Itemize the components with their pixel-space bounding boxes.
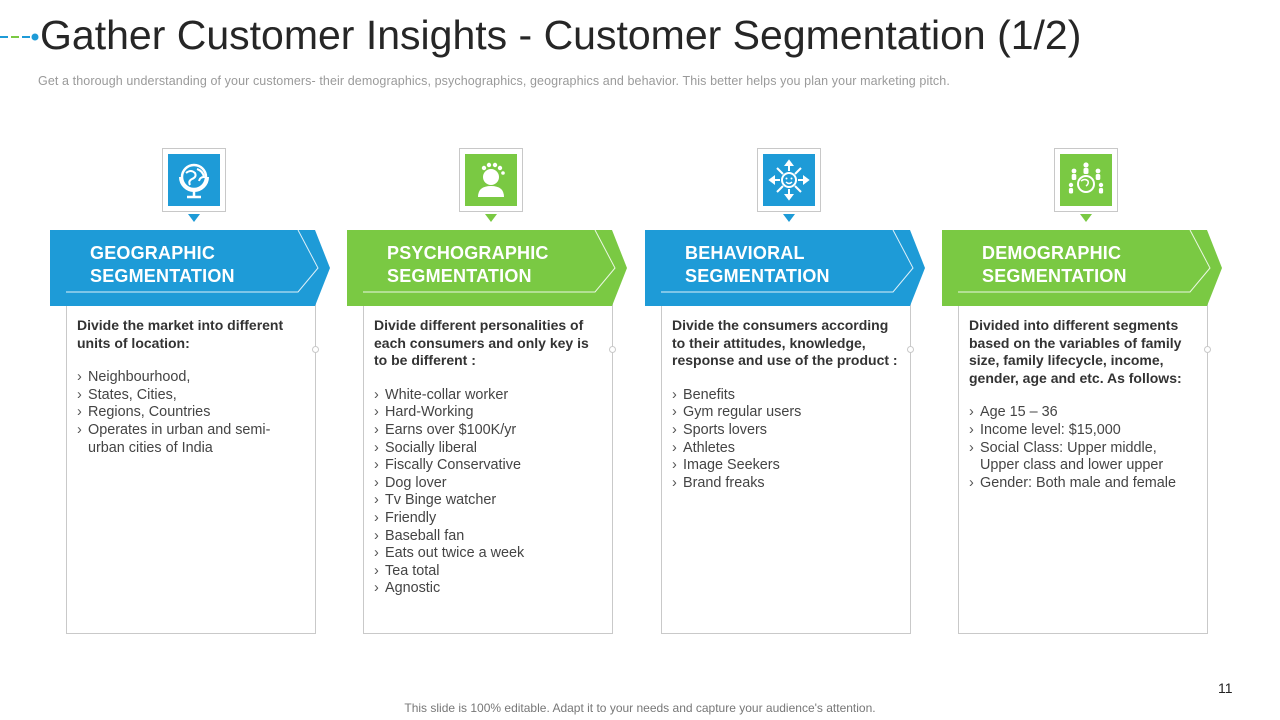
list-item: Eats out twice a week: [374, 545, 602, 563]
segment-banner: DEMOGRAPHIC SEGMENTATION: [942, 230, 1222, 306]
segment-description: Divide the consumers according to their …: [672, 317, 898, 369]
segment-bullet-list: Neighbourhood, States, Cities, Regions, …: [77, 369, 305, 457]
segment-title: GEOGRAPHIC SEGMENTATION: [90, 243, 235, 286]
list-item: White-collar worker: [374, 387, 602, 405]
list-item: Fiscally Conservative: [374, 457, 602, 475]
segment-content-box: Divide the market into different units o…: [66, 294, 319, 634]
list-item: Socially liberal: [374, 440, 602, 458]
segment-bullet-list: Age 15 – 36 Income level: $15,000 Social…: [969, 404, 1197, 492]
segment-title: DEMOGRAPHIC SEGMENTATION: [982, 243, 1127, 286]
list-item: Hard-Working: [374, 404, 602, 422]
icon-frame: [162, 148, 226, 212]
icon-pointer: [783, 214, 795, 222]
icon-pointer: [1080, 214, 1092, 222]
segment-banner: BEHAVIORAL SEGMENTATION: [645, 230, 925, 306]
icon-frame: [459, 148, 523, 212]
list-item: Tea total: [374, 563, 602, 581]
segment-bullet-list: Benefits Gym regular users Sports lovers…: [672, 387, 900, 493]
icon-frame: [757, 148, 821, 212]
list-item: Gym regular users: [672, 404, 900, 422]
segment-description: Divided into different segments based on…: [969, 317, 1182, 386]
list-item: States, Cities,: [77, 387, 305, 405]
list-item: Income level: $15,000: [969, 422, 1197, 440]
list-item: Tv Binge watcher: [374, 492, 602, 510]
segment-description: Divide the market into different units o…: [77, 317, 284, 351]
segment-column-psychographic: Divide different personalities of each c…: [347, 148, 627, 638]
connector-dot: [312, 346, 319, 353]
segment-content-box: Divide the consumers according to their …: [661, 294, 914, 634]
icon-pointer: [188, 214, 200, 222]
segment-title: BEHAVIORAL SEGMENTATION: [685, 243, 830, 286]
people-globe-icon: [1060, 154, 1112, 206]
icon-pointer: [485, 214, 497, 222]
segment-description: Divide different personalities of each c…: [374, 317, 589, 369]
segment-column-demographic: Divided into different segments based on…: [942, 148, 1222, 638]
list-item: Sports lovers: [672, 422, 900, 440]
segment-content-box: Divided into different segments based on…: [958, 294, 1211, 634]
page-subtitle: Get a thorough understanding of your cus…: [38, 74, 950, 88]
segment-column-behavioral: Divide the consumers according to their …: [645, 148, 925, 638]
smiley-arrows-icon: [763, 154, 815, 206]
list-item: Athletes: [672, 440, 900, 458]
title-accent-lines: [0, 33, 39, 41]
segment-content-box: Divide different personalities of each c…: [363, 294, 616, 634]
page-title: Gather Customer Insights - Customer Segm…: [40, 12, 1082, 58]
mind-head-icon: [465, 154, 517, 206]
list-item: Baseball fan: [374, 528, 602, 546]
list-item: Neighbourhood,: [77, 369, 305, 387]
list-item: Friendly: [374, 510, 602, 528]
list-item: Social Class: Upper middle, Upper class …: [969, 440, 1197, 475]
icon-frame: [1054, 148, 1118, 212]
list-item: Agnostic: [374, 580, 602, 598]
connector-dot: [609, 346, 616, 353]
list-item: Operates in urban and semi-urban cities …: [77, 422, 305, 457]
globe-icon: [168, 154, 220, 206]
list-item: Gender: Both male and female: [969, 475, 1197, 493]
list-item: Image Seekers: [672, 457, 900, 475]
list-item: Earns over $100K/yr: [374, 422, 602, 440]
page-number: 11: [1218, 680, 1233, 696]
list-item: Dog lover: [374, 475, 602, 493]
list-item: Age 15 – 36: [969, 404, 1197, 422]
segment-banner: PSYCHOGRAPHIC SEGMENTATION: [347, 230, 627, 306]
list-item: Brand freaks: [672, 475, 900, 493]
segment-title: PSYCHOGRAPHIC SEGMENTATION: [387, 243, 549, 286]
list-item: Regions, Countries: [77, 404, 305, 422]
segment-column-geographic: Divide the market into different units o…: [50, 148, 330, 638]
connector-dot: [907, 346, 914, 353]
footer-note: This slide is 100% editable. Adapt it to…: [404, 701, 876, 715]
segment-bullet-list: White-collar worker Hard-Working Earns o…: [374, 387, 602, 598]
segment-banner: GEOGRAPHIC SEGMENTATION: [50, 230, 330, 306]
connector-dot: [1204, 346, 1211, 353]
list-item: Benefits: [672, 387, 900, 405]
